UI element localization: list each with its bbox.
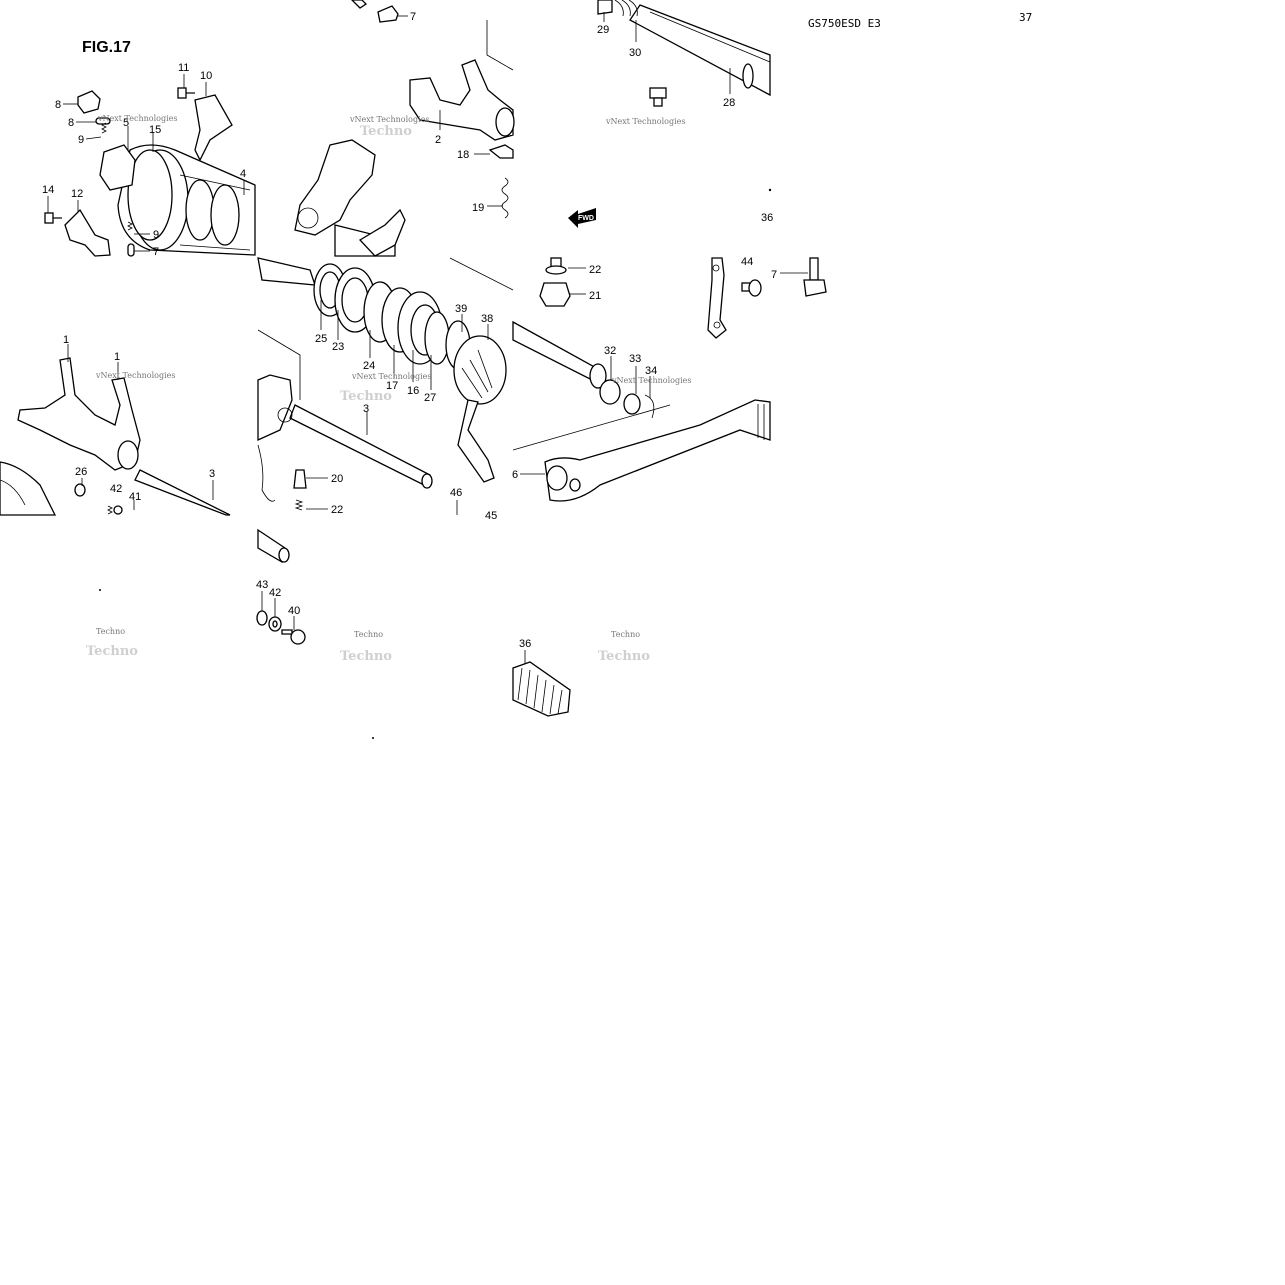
watermark: vNext Technologies (97, 114, 177, 123)
callout-23: 23 (332, 341, 344, 353)
tile3-callouts: 29 30 28 36 vNext Technologies (597, 12, 773, 224)
tile8-callouts: 43 42 40 36 Techno Techno Techno Techno … (86, 579, 650, 664)
callout-18: 19 (472, 202, 484, 214)
callout-8: 7 (153, 246, 159, 258)
tile-seals (257, 257, 514, 511)
callout-30: 30 (629, 47, 641, 59)
callout-21: 22 (331, 504, 343, 516)
callout-25: 25 (315, 333, 327, 345)
callout-41: 42 (269, 587, 281, 599)
tile4-callouts: 44 7 (741, 256, 777, 281)
watermark-faint: Techno (340, 649, 392, 664)
callout-35: 36 (761, 212, 773, 224)
callout-27: 27 (424, 392, 436, 404)
callout-16: 17 (386, 380, 398, 392)
watermark-faint: Techno (340, 389, 392, 404)
watermark: vNext Technologies (605, 117, 685, 126)
callout-40: 40 (288, 605, 300, 617)
tile-shift-drum (44, 87, 256, 257)
tile1-callouts: 8 8 9 11 10 5 15 4 14 12 9 7 vNext Techn… (42, 62, 246, 258)
callout-32: 32 (604, 345, 616, 357)
tile-shift-pedal (512, 257, 771, 502)
callout-3: 3 (363, 403, 369, 415)
callout-6: 7 (410, 11, 416, 23)
callout-29: 29 (597, 24, 609, 36)
callout-5: 5 (123, 117, 129, 129)
model-code: GS750ESD E3 (808, 17, 881, 30)
tile5-callouts: 1 1 26 3 42 41 vNext Technologies (63, 334, 215, 510)
watermark: vNext Technologies (349, 115, 429, 124)
callout-4: 4 (240, 168, 246, 180)
callout-3: 3 (209, 468, 215, 480)
callout-13: 14 (42, 184, 54, 196)
callout-42: 43 (256, 579, 268, 591)
tile-shift-cam (294, 0, 515, 257)
tile-side-fragments (707, 257, 827, 339)
callout-26: 26 (75, 466, 87, 478)
callout-2: 2 (435, 134, 441, 146)
callout-10: 10 (200, 70, 212, 82)
watermark-fragment: Techno (354, 630, 383, 639)
callout-12: 12 (71, 188, 83, 200)
callout-14: 15 (149, 124, 161, 136)
tile2-callouts: 7 2 18 19 vNext Technologies Techno (349, 11, 503, 214)
watermark-faint: Techno (360, 124, 412, 139)
watermark-fragment: Techno (96, 627, 125, 636)
tile6-callouts: 25 23 24 17 16 27 39 38 3 20 22 46 45 vN… (306, 300, 497, 522)
callout-33: 33 (629, 353, 641, 365)
callout-1: 1 (114, 351, 120, 363)
callout-9: 9 (153, 229, 159, 241)
callout-8: 8 (68, 117, 74, 129)
watermark-faint: Techno (598, 649, 650, 664)
callout-9: 9 (78, 134, 84, 146)
tile-shift-forks (0, 357, 231, 516)
tile-bottom-fragments (99, 528, 571, 739)
callout-7: 8 (55, 99, 61, 111)
callout-36: 36 (519, 638, 531, 650)
callout-15: 16 (407, 385, 419, 397)
fwd-marker: FWD (578, 215, 594, 222)
page-number: 37 (1019, 11, 1032, 24)
watermark: vNext Technologies (95, 371, 175, 380)
callout-1: 1 (63, 334, 69, 346)
callout-43: 41 (129, 491, 141, 503)
callout-34: 34 (645, 365, 657, 377)
tile7-callouts: 22 21 32 33 34 6 vNext Technologies (512, 264, 691, 481)
watermark-fragment: Techno (611, 630, 640, 639)
callout-22: 22 (589, 264, 601, 276)
callout-45: 45 (485, 510, 497, 522)
callout-44: 42 (110, 483, 122, 495)
tile-gearshift-shaft: FWD (568, 0, 772, 228)
callout-45: 44 (741, 256, 753, 268)
callout-19: 20 (331, 473, 343, 485)
watermark: vNext Technologies (351, 372, 431, 381)
callout-46: 46 (450, 487, 462, 499)
callout-11: 11 (178, 62, 189, 74)
watermark-faint: Techno (86, 644, 138, 659)
callout-20: 21 (589, 290, 601, 302)
callout-38: 38 (481, 313, 493, 325)
figure-title: FIG.17 (82, 39, 131, 56)
callout-5: 6 (512, 469, 518, 481)
watermark: vNext Technologies (611, 376, 691, 385)
callout-39: 39 (455, 303, 467, 315)
callout-28: 28 (723, 97, 735, 109)
callout-24: 24 (363, 360, 375, 372)
callout-7: 7 (771, 269, 777, 281)
callout-17: 18 (457, 149, 469, 161)
